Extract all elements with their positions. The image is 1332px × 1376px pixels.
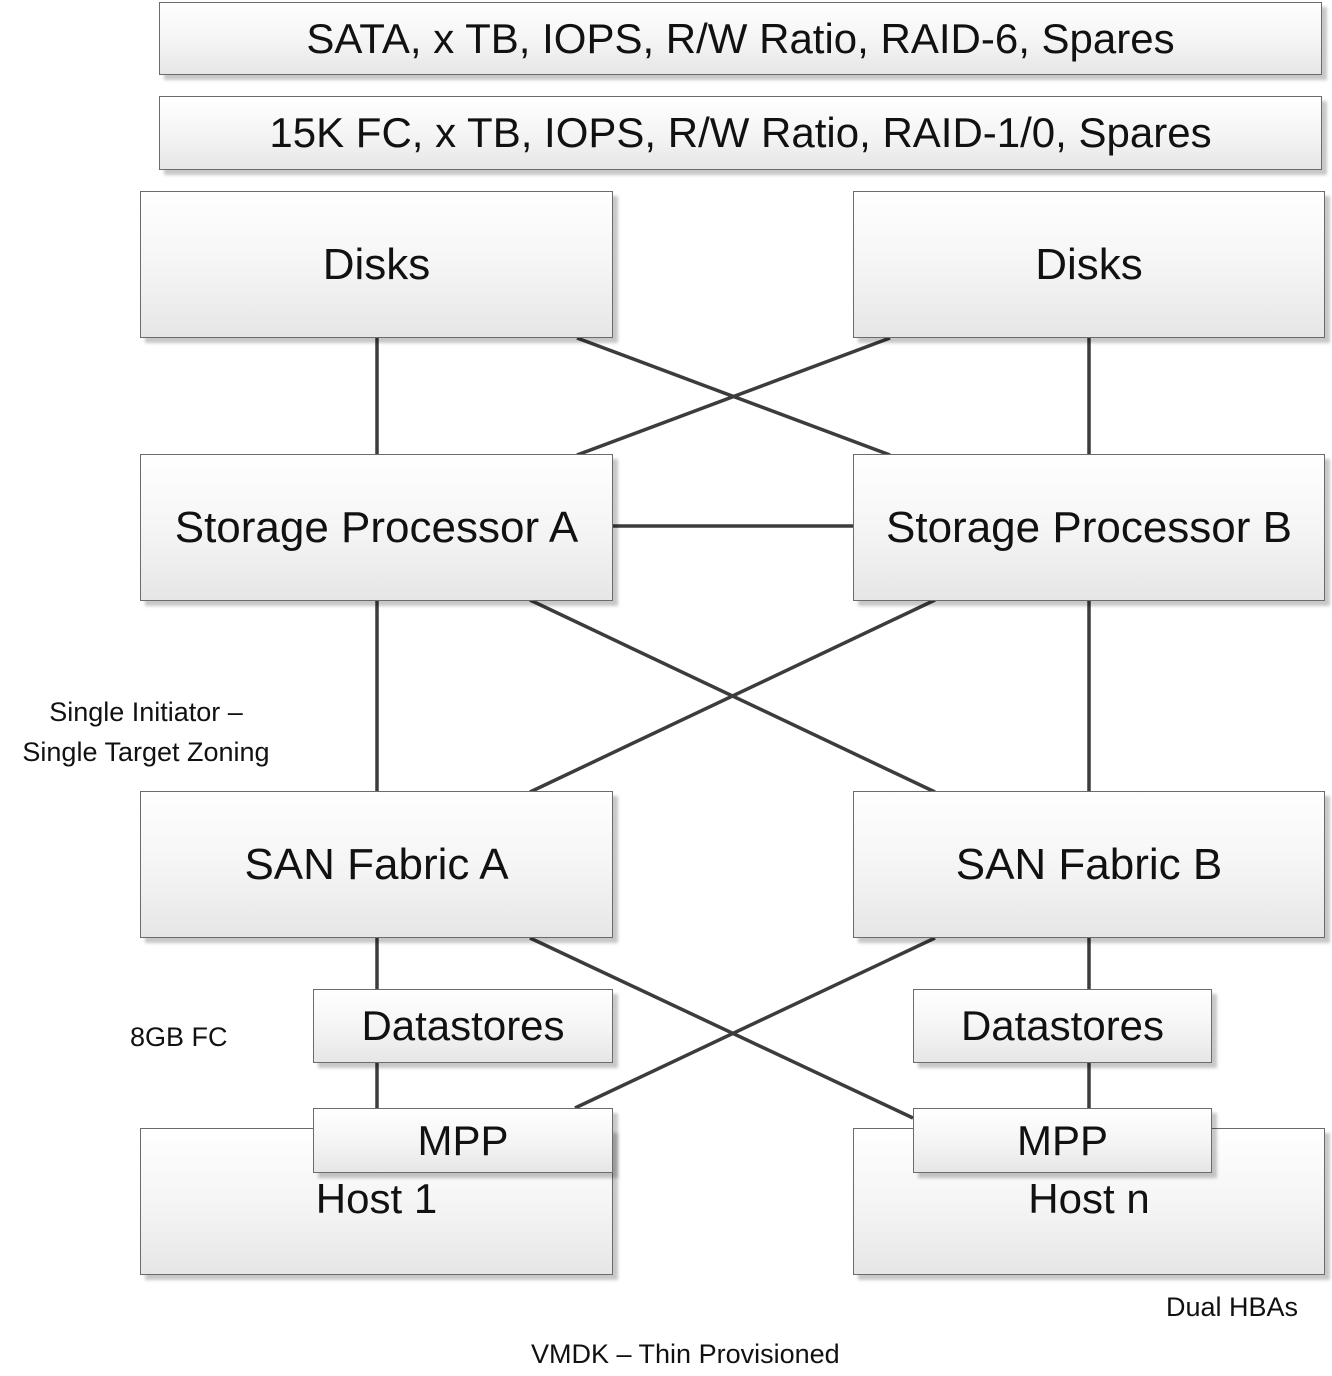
mpp-right-box: MPP: [913, 1108, 1212, 1173]
link-fabric-b-to-mpp-left: [574, 936, 936, 1110]
storage-processor-b-label: Storage Processor B: [886, 502, 1292, 552]
datastores-left-box: Datastores: [313, 989, 613, 1063]
fc-speed-note: 8GB FC: [130, 1022, 228, 1052]
storage-processor-b-box: Storage Processor B: [853, 454, 1325, 601]
storage-processor-a-label: Storage Processor A: [174, 502, 579, 552]
link-sp-b-to-fabric-a: [529, 598, 936, 794]
disks-left-label: Disks: [322, 239, 431, 289]
host-1-label: Host 1: [315, 1175, 438, 1222]
disks-right-label: Disks: [1035, 239, 1143, 289]
zoning-note-line-1: Single Initiator –: [49, 697, 243, 727]
tier-15k-fc-label: 15K FC, x TB, IOPS, R/W Ratio, RAID-1/0,…: [269, 109, 1212, 156]
disks-left-box: Disks: [140, 191, 613, 338]
link-disks-right-to-sp-a: [576, 336, 891, 457]
mpp-left-box: MPP: [313, 1108, 613, 1173]
san-fabric-a-label: SAN Fabric A: [244, 839, 509, 889]
disks-right-box: Disks: [853, 191, 1325, 338]
datastores-left-label: Datastores: [361, 1002, 565, 1049]
tier-sata-box: SATA, x TB, IOPS, R/W Ratio, RAID-6, Spa…: [159, 2, 1322, 75]
tier-sata-label: SATA, x TB, IOPS, R/W Ratio, RAID-6, Spa…: [306, 14, 1175, 62]
vmdk-note: VMDK – Thin Provisioned: [531, 1339, 840, 1369]
link-fabric-a-to-mpp-right: [529, 936, 914, 1120]
dual-hba-note: Dual HBAs: [1166, 1292, 1299, 1322]
mpp-right-label: MPP: [1016, 1116, 1108, 1164]
san-fabric-b-label: SAN Fabric B: [955, 839, 1223, 889]
datastores-right-box: Datastores: [913, 989, 1212, 1063]
san-fabric-a-box: SAN Fabric A: [140, 791, 613, 938]
zoning-note-line-2: Single Target Zoning: [22, 737, 270, 767]
tier-15k-fc-box: 15K FC, x TB, IOPS, R/W Ratio, RAID-1/0,…: [159, 96, 1322, 170]
zoning-note: Single Initiator – Single Target Zoning: [6, 692, 286, 772]
san-fabric-b-box: SAN Fabric B: [853, 791, 1325, 938]
mpp-left-label: MPP: [417, 1116, 509, 1164]
storage-processor-a-box: Storage Processor A: [140, 454, 613, 601]
datastores-right-label: Datastores: [960, 1002, 1165, 1049]
host-n-label: Host n: [1028, 1175, 1150, 1222]
